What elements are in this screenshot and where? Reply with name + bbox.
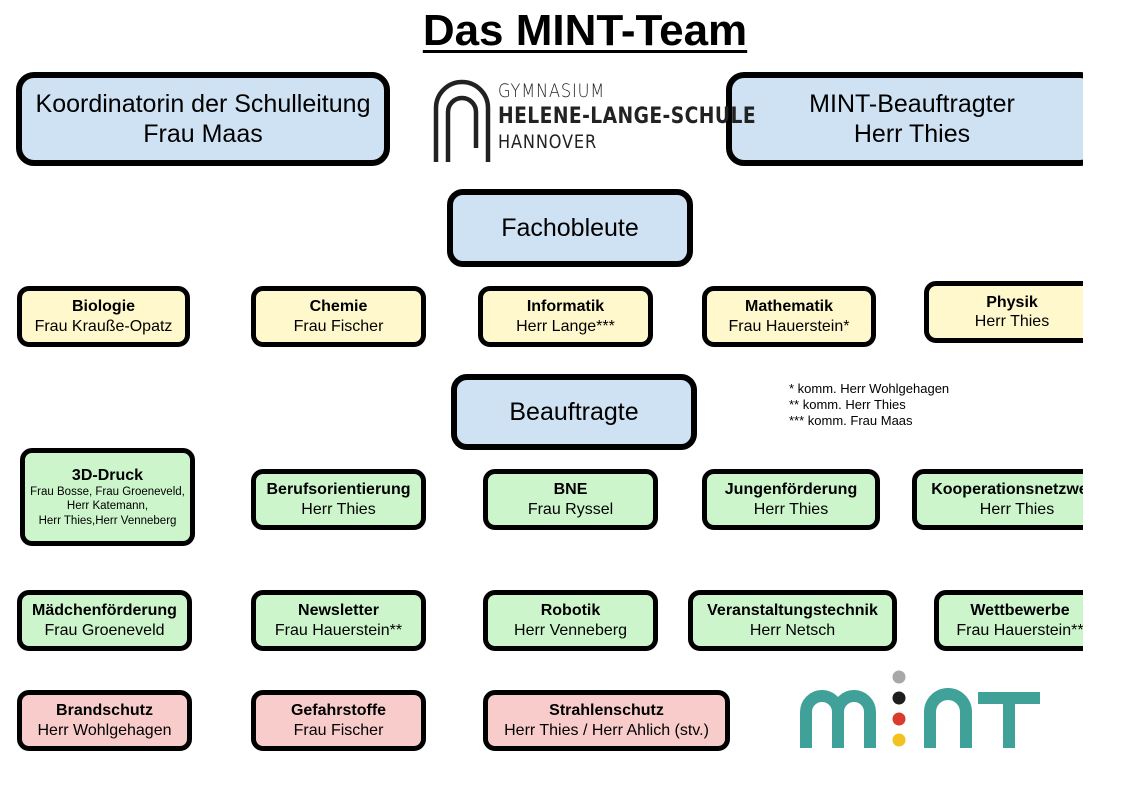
- person-label: Herr Wohlgehagen: [37, 721, 172, 739]
- fachobmann-box: Informatik Herr Lange***: [478, 286, 653, 347]
- beauftragte-box: Jungenförderung Herr Thies: [702, 469, 880, 530]
- fachobleute-header-label: Fachobleute: [501, 214, 639, 242]
- subject-label: Robotik: [540, 602, 601, 620]
- person-label: Frau Fischer: [293, 317, 384, 335]
- fachobmann-box: Physik Herr Thies: [924, 281, 1083, 343]
- paperclip-icon: [433, 79, 491, 162]
- person-label: Frau Hauerstein**: [274, 621, 403, 639]
- subject-label: Physik: [986, 293, 1038, 311]
- person-label: Herr Thies: [974, 313, 1050, 330]
- coordinator-role: Koordinatorin der Schulleitung: [35, 90, 371, 118]
- person-label: Herr Venneberg: [514, 621, 627, 639]
- subject-label: Gefahrstoffe: [290, 702, 387, 720]
- beauftragte-header-label: Beauftragte: [509, 398, 639, 426]
- beauftragte-box: BNE Frau Ryssel: [483, 469, 658, 530]
- subject-label: Strahlenschutz: [549, 702, 664, 720]
- person-label: Frau Kraußе-Opatz: [34, 317, 173, 335]
- coordinator-box: Koordinatorin der Schulleitung Frau Maas: [16, 72, 390, 166]
- person-line: Herr Thies,Herr Venneberg: [38, 514, 177, 527]
- person-label: Frau Hauerstein*: [728, 317, 850, 335]
- person-label: Frau Hauerstein**: [956, 621, 1083, 639]
- beauftragte-box: Berufsorientierung Herr Thies: [251, 469, 426, 530]
- subject-label: Chemie: [309, 298, 368, 316]
- person-label: Frau Fischer: [293, 721, 384, 739]
- footnotes: * komm. Herr Wohlgehagen ** komm. Herr T…: [789, 381, 949, 429]
- safety-box: Strahlenschutz Herr Thies / Herr Ahlich …: [483, 690, 730, 751]
- person-label: Herr Netsch: [749, 621, 836, 639]
- subject-label: BNE: [553, 481, 588, 499]
- beauftragte-box: Mädchenförderung Frau Groeneveld: [17, 590, 192, 651]
- subject-label: Jungenförderung: [724, 481, 858, 499]
- subject-label: Mathematik: [744, 298, 834, 316]
- fachobmann-box: Chemie Frau Fischer: [251, 286, 426, 347]
- subject-label: Veranstaltungstechnik: [707, 602, 878, 620]
- subject-label: Berufsorientierung: [266, 481, 411, 499]
- subject-label: Wettbewerbe: [970, 602, 1070, 620]
- subject-label: Informatik: [526, 298, 605, 316]
- mint-logo: [800, 670, 1040, 748]
- subject-label: Biologie: [71, 298, 136, 316]
- beauftragte-header: Beauftragte: [451, 374, 697, 450]
- 3d-druck-box: 3D-Druck Frau Bosse, Frau Groeneveld, He…: [20, 448, 195, 546]
- beauftragte-box: Robotik Herr Venneberg: [483, 590, 658, 651]
- mint-officer-name: Herr Thies: [853, 120, 971, 148]
- subject-label: Kooperationsnetzwerk: [931, 481, 1083, 499]
- subject-label: Brandschutz: [56, 702, 153, 720]
- safety-box: Gefahrstoffe Frau Fischer: [251, 690, 426, 751]
- beauftragte-box: Kooperationsnetzwerk Herr Thies: [912, 469, 1083, 530]
- logo-line-2: HELENE-LANGE-SCHULE: [498, 104, 757, 129]
- fachobleute-header: Fachobleute: [447, 189, 693, 267]
- person-label: Frau Groeneveld: [44, 621, 165, 639]
- person-line: Frau Bosse, Frau Groeneveld,: [30, 486, 185, 499]
- coordinator-name: Frau Maas: [143, 120, 263, 148]
- page-title: Das MINT-Team: [422, 6, 748, 55]
- beauftragte-box: Wettbewerbe Frau Hauerstein**: [934, 590, 1083, 651]
- fachobmann-box: Mathematik Frau Hauerstein*: [702, 286, 876, 347]
- logo-line-1: GYMNASIUM: [498, 80, 606, 102]
- footnote: ** komm. Herr Thies: [789, 397, 906, 412]
- person-label: Herr Thies / Herr Ahlich (stv.): [504, 721, 709, 739]
- person-label: Herr Lange***: [516, 317, 615, 335]
- beauftragte-box: Newsletter Frau Hauerstein**: [251, 590, 426, 651]
- mint-officer-box: MINT-Beauftragter Herr Thies: [726, 72, 1083, 166]
- subject-label: Newsletter: [298, 602, 379, 620]
- footnote: * komm. Herr Wohlgehagen: [789, 381, 950, 396]
- logo-line-3: HANNOVER: [498, 131, 598, 153]
- subject-label: 3D-Druck: [71, 466, 144, 484]
- footnote: *** komm. Frau Maas: [789, 413, 913, 428]
- person-label: Herr Thies: [301, 500, 376, 518]
- fachobmann-box: Biologie Frau Kraußе-Opatz: [17, 286, 190, 347]
- mint-officer-role: MINT-Beauftragter: [809, 90, 1015, 118]
- person-line: Herr Katemann,: [66, 500, 149, 513]
- person-label: Herr Thies: [979, 500, 1055, 518]
- chart-canvas: Das MINT-Team Koordinatorin der Schullei…: [16, 6, 1083, 751]
- safety-box: Brandschutz Herr Wohlgehagen: [17, 690, 192, 751]
- subject-label: Mädchenförderung: [32, 602, 177, 620]
- beauftragte-box: Veranstaltungstechnik Herr Netsch: [688, 590, 897, 651]
- person-label: Herr Thies: [753, 500, 829, 518]
- person-label: Frau Ryssel: [527, 500, 614, 518]
